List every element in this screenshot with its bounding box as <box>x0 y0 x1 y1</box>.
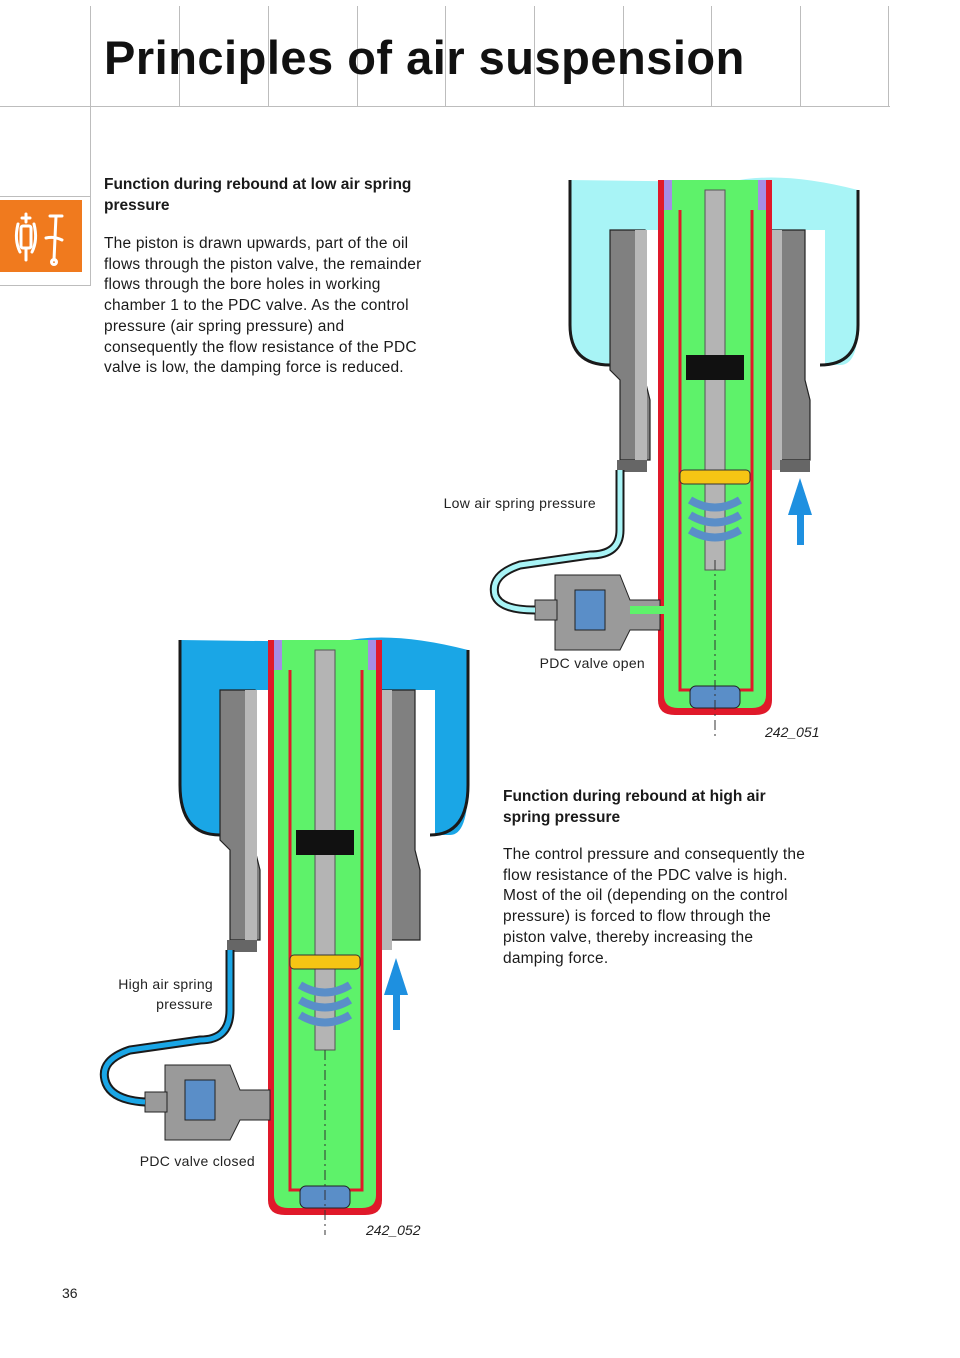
header-grid-line <box>888 6 889 106</box>
tab-rule <box>0 196 90 197</box>
high-pressure-label: High air spring pressure <box>118 976 213 1012</box>
page-number: 36 <box>62 1285 78 1301</box>
header-grid-line <box>623 6 624 106</box>
header-rule <box>0 106 890 107</box>
page-title: Principles of air suspension <box>104 31 745 84</box>
figure-id-242-051: 242_051 <box>765 724 820 740</box>
low-pressure-heading: Function during rebound at low air sprin… <box>104 176 412 214</box>
header-grid-line <box>534 6 535 106</box>
low-pressure-label: Low air spring pressure <box>443 495 596 511</box>
header-grid-line <box>445 6 446 106</box>
tab-rule <box>0 285 90 286</box>
damper-tube <box>268 640 382 1235</box>
damper-tube <box>658 180 772 740</box>
pdc-valve <box>144 1064 271 1141</box>
air-spring-bellows <box>568 177 860 367</box>
rebound-arrow <box>384 958 408 1030</box>
strut-housing <box>609 229 811 472</box>
figure-id-242-052: 242_052 <box>366 1222 421 1238</box>
rebound-arrow <box>788 478 812 545</box>
high-pressure-heading: Function during rebound at high air spri… <box>503 788 766 826</box>
pdc-valve-open-label: PDC valve open <box>539 655 645 671</box>
high-pressure-strut-diagram <box>99 637 470 1235</box>
low-pressure-description: The piston is drawn upwards, part of the… <box>104 235 422 377</box>
strut-housing <box>219 689 421 952</box>
margin-rule <box>90 6 91 286</box>
header-grid-line <box>711 6 712 106</box>
pdc-valve-closed-label: PDC valve closed <box>139 1153 255 1169</box>
header-grid-line <box>357 6 358 106</box>
air-line <box>489 470 625 615</box>
low-pressure-strut-diagram <box>489 177 860 740</box>
high-pressure-description: The control pressure and consequently th… <box>503 846 806 967</box>
suspension-tool-icon <box>0 200 82 272</box>
pdc-valve <box>534 574 665 651</box>
header-grid-line <box>268 6 269 106</box>
header-grid-line <box>179 6 180 106</box>
header-grid-line <box>800 6 801 106</box>
air-spring-bellows <box>178 637 470 837</box>
air-line <box>99 950 235 1107</box>
